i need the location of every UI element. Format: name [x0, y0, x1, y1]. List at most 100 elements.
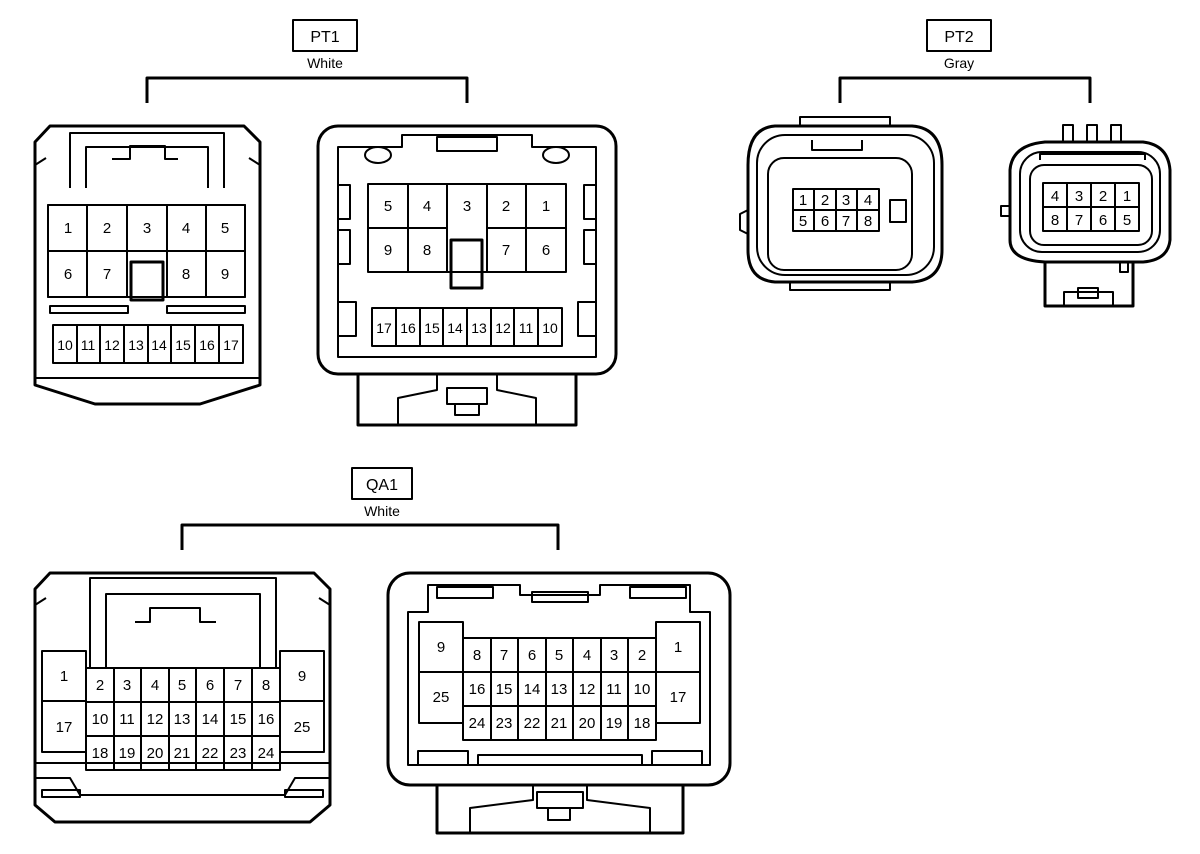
pin-label: 13 [551, 681, 568, 698]
pin-label: 1 [674, 639, 682, 656]
pin-label: 13 [471, 320, 487, 336]
pin-label: 7 [234, 677, 242, 694]
connector-pt1: PT1 White [33, 19, 618, 427]
pin-label: 15 [424, 320, 440, 336]
pin-label: 10 [57, 337, 73, 353]
pin-label: 2 [638, 647, 646, 664]
pin-label: 14 [524, 681, 541, 698]
pt2-label: PT2 [944, 29, 973, 46]
pin-label: 17 [670, 689, 687, 706]
pin-label: 18 [634, 715, 651, 732]
pin-label: 24 [469, 715, 486, 732]
pin-label: 9 [437, 639, 445, 656]
pin-label: 25 [433, 689, 450, 706]
pin-label: 17 [56, 719, 73, 736]
pin-label: 24 [258, 745, 275, 762]
pin-label: 5 [799, 213, 807, 230]
pin-label: 23 [496, 715, 513, 732]
pin-label: 8 [1051, 212, 1059, 229]
qa1-female-pins [41, 650, 325, 771]
pin-label: 21 [551, 715, 568, 732]
pin-label: 8 [473, 647, 481, 664]
pin-label: 8 [423, 242, 431, 259]
pin-label: 1 [64, 220, 72, 237]
pin-label: 8 [182, 266, 190, 283]
pin-label: 4 [583, 647, 591, 664]
pt2-male-pins [1042, 182, 1140, 232]
pin-label: 6 [821, 213, 829, 230]
pin-label: 14 [151, 337, 167, 353]
pin-label: 8 [864, 213, 872, 230]
pt1-label-box [292, 19, 358, 52]
pin-label: 22 [524, 715, 541, 732]
pt1-female-pins [47, 204, 246, 364]
cavity [205, 250, 246, 298]
lock-tab [449, 238, 484, 290]
qa1-bracket [180, 523, 560, 550]
pin-label: 5 [178, 677, 186, 694]
pin-label: 4 [864, 192, 872, 209]
pin-label: 7 [1075, 212, 1083, 229]
pin-label: 2 [502, 198, 510, 215]
connector-pt2: PT2 Gray 1 2 3 4 5 6 7 8 [739, 19, 1172, 308]
pin-label: 19 [606, 715, 623, 732]
pin-label: 1 [1123, 188, 1131, 205]
pt2-male-housing [1000, 124, 1172, 308]
pt1-label: PT1 [310, 29, 339, 46]
pt2-female-housing [739, 116, 944, 291]
pin-label: 15 [230, 711, 247, 728]
pin-label: 7 [502, 242, 510, 259]
pin-label: 20 [147, 745, 164, 762]
pin-label: 16 [469, 681, 486, 698]
pt1-male-housing [316, 124, 618, 427]
pin-label: 5 [384, 198, 392, 215]
pin-label: 25 [294, 719, 311, 736]
qa1-female-housing [33, 571, 332, 824]
pin-label: 12 [147, 711, 164, 728]
pin-label: 5 [555, 647, 563, 664]
pin-label: 15 [496, 681, 513, 698]
pin-label: 3 [123, 677, 131, 694]
pin-label: 15 [175, 337, 191, 353]
pin-label: 12 [579, 681, 596, 698]
pin-label: 8 [262, 677, 270, 694]
pin-label: 3 [842, 192, 850, 209]
pin-label: 20 [579, 715, 596, 732]
pin-label: 17 [223, 337, 239, 353]
pt2-female-pins [792, 188, 880, 232]
qa1-label-box [351, 467, 413, 500]
pin-label: 19 [119, 745, 136, 762]
pin-label: 2 [1099, 188, 1107, 205]
pin-label: 3 [1075, 188, 1083, 205]
pin-label: 1 [60, 668, 68, 685]
pin-label: 18 [92, 745, 109, 762]
qa1-label: QA1 [366, 477, 398, 494]
pin-label: 9 [384, 242, 392, 259]
pin-label: 6 [542, 242, 550, 259]
pin-label: 5 [1123, 212, 1131, 229]
connector-qa1: QA1 White 1 17 9 [33, 467, 732, 835]
pin-label: 2 [103, 220, 111, 237]
pin-label: 16 [400, 320, 416, 336]
pin-label: 16 [199, 337, 215, 353]
pin-label: 10 [542, 320, 558, 336]
pin-label: 4 [1051, 188, 1059, 205]
pin-label: 4 [182, 220, 190, 237]
pt1-male-pins [367, 183, 567, 347]
pin-label: 11 [81, 337, 96, 353]
pt2-label-box [926, 19, 992, 52]
pin-label: 9 [298, 668, 306, 685]
pt1-female-housing [33, 124, 262, 406]
pin-label: 1 [542, 198, 550, 215]
pin-label: 9 [221, 266, 229, 283]
pin-label: 10 [92, 711, 109, 728]
lock-tab [129, 260, 165, 302]
pin-label: 3 [463, 198, 471, 215]
pt1-bracket [145, 76, 469, 103]
pin-label: 6 [528, 647, 536, 664]
pin-label: 4 [151, 677, 159, 694]
pin-label: 6 [1099, 212, 1107, 229]
pin-label: 12 [104, 337, 120, 353]
pin-label: 12 [495, 320, 511, 336]
pin-label: 2 [96, 677, 104, 694]
